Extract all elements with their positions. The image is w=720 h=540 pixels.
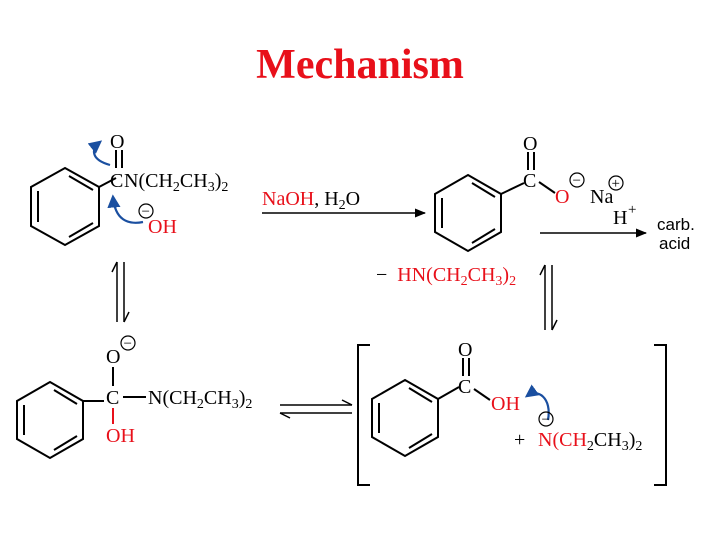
ring-double-bond xyxy=(53,389,78,405)
negative-charge-symbol: − xyxy=(142,204,150,220)
product-label-line2: acid xyxy=(659,234,690,253)
ring-carbon-bond xyxy=(437,386,460,400)
reagent-label: NaOH, H2O xyxy=(262,188,360,213)
c-oh-bond xyxy=(473,388,491,401)
acid-proton: H xyxy=(613,207,627,229)
negative-charge-icon xyxy=(569,172,585,188)
right-bracket xyxy=(654,344,667,486)
negative-charge-icon xyxy=(538,411,554,427)
left-bracket xyxy=(357,344,370,486)
carboxyl-carbon: C xyxy=(523,170,536,192)
amide-reactant: O C N(CH2CH3)2 OH − xyxy=(30,131,228,247)
amide-carbon: C xyxy=(110,170,123,192)
carboxylate-product: O C O − Na + H + carb. acid xyxy=(434,133,695,253)
negative-charge-symbol: − xyxy=(542,412,550,428)
slide-title: Mechanism xyxy=(256,42,464,88)
ring-double-bond xyxy=(408,387,433,403)
acid-hydroxyl: OH xyxy=(491,393,520,415)
benzene-ring xyxy=(434,173,502,253)
amine-loss-label: −HN(CH2CH3)2 xyxy=(376,264,516,289)
amide-nitrogen-group: N(CH2CH3)2 xyxy=(124,170,228,195)
carbonyl-oxygen: O xyxy=(458,339,472,361)
tetrahedral-carbon: C xyxy=(106,387,119,409)
sodium-counterion: Na xyxy=(590,186,613,208)
amide-anion: N(CH2CH3)2 xyxy=(538,429,642,454)
hydroxyl-group: OH xyxy=(106,425,135,447)
ring-double-bond xyxy=(68,222,94,238)
ring-double-bond xyxy=(68,175,94,191)
curved-arrow-icon xyxy=(107,194,144,224)
bracketed-products: O C OH − + N(CH2CH3)2 xyxy=(357,339,667,486)
amine-group: N(CH2CH3)2 xyxy=(148,387,252,412)
ring-carbon-bond xyxy=(500,182,525,195)
negative-charge-icon xyxy=(120,335,136,351)
equilibrium-arrow-left xyxy=(111,261,130,323)
reagent-arrow-group: NaOH, H2O xyxy=(262,188,427,218)
proton-charge: + xyxy=(628,202,636,218)
carboxylate-oxygen: O xyxy=(555,186,569,208)
carbonyl-oxygen: O xyxy=(110,131,124,153)
equilibrium-arrow-bottom xyxy=(279,399,353,419)
product-label-line1: carb. xyxy=(657,215,695,234)
hydroxide-nucleophile: OH xyxy=(148,216,177,238)
carboxyl-carbon: C xyxy=(458,376,471,398)
ring-double-bond xyxy=(471,228,496,244)
c-o-single-bond xyxy=(538,181,556,194)
plus-sign: + xyxy=(514,429,525,451)
positive-charge-icon xyxy=(608,175,624,191)
negative-charge-symbol: − xyxy=(573,173,581,189)
negative-charge-icon xyxy=(138,203,154,219)
benzene-ring xyxy=(30,166,100,247)
equilibrium-arrow-right xyxy=(539,264,558,331)
curved-arrow-icon xyxy=(87,140,111,167)
curved-arrow-icon xyxy=(524,384,550,421)
alkoxide-oxygen: O xyxy=(106,346,120,368)
positive-charge-symbol: + xyxy=(612,176,620,192)
ring-double-bond xyxy=(471,182,496,198)
benzene-ring xyxy=(16,380,84,460)
tetrahedral-intermediate: O − C N(CH2CH3)2 OH xyxy=(16,335,252,460)
ring-double-bond xyxy=(53,435,78,451)
benzene-ring xyxy=(371,378,439,458)
negative-charge-symbol: − xyxy=(124,336,132,352)
ring-carbonyl-bond xyxy=(98,177,117,188)
ring-double-bond xyxy=(408,433,433,449)
carbonyl-oxygen: O xyxy=(523,133,537,155)
